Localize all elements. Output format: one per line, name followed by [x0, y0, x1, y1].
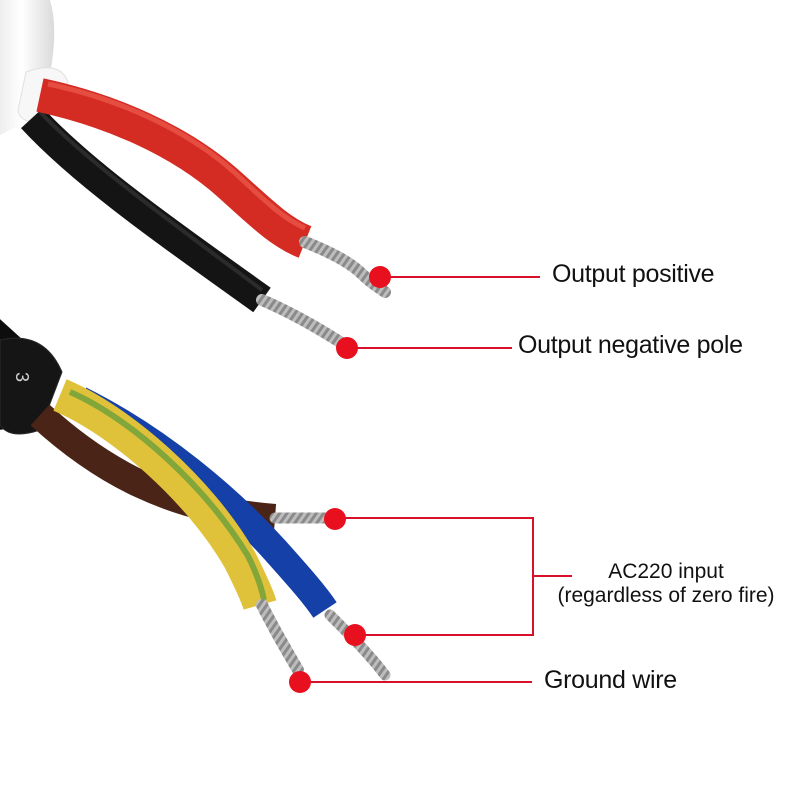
bottom-cable: 3 [0, 319, 391, 681]
callouts [300, 276, 572, 683]
yellow-green-stripe [68, 389, 267, 601]
black-wire-highlight [38, 110, 264, 292]
yellow-green-wire [53, 379, 277, 611]
label-output-negative: Output negative pole [518, 331, 743, 359]
top-cable [0, 0, 391, 348]
red-wire [36, 78, 312, 258]
marker-dot-brown [324, 508, 346, 530]
red-wire-strands [299, 236, 391, 298]
label-ac-input-line1: AC220 input [608, 560, 724, 583]
marker-dot-blue [344, 624, 366, 646]
marker-dot-ground [289, 671, 311, 693]
yellow-green-strands [256, 599, 304, 676]
label-output-positive: Output positive [552, 260, 715, 288]
marker-dot-positive [369, 266, 391, 288]
label-ac-input: AC220 input (regardless of zero fire) [540, 560, 792, 608]
label-ground-wire: Ground wire [544, 666, 677, 694]
callout-bracket-ac [335, 517, 534, 636]
markers [289, 266, 391, 693]
label-ac-input-line2: (regardless of zero fire) [557, 584, 775, 607]
black-wire-strands [256, 294, 346, 348]
black-wire [20, 107, 271, 313]
marker-dot-negative [336, 337, 358, 359]
red-wire-highlight [47, 81, 307, 231]
cable-marking: 3 [12, 372, 32, 382]
